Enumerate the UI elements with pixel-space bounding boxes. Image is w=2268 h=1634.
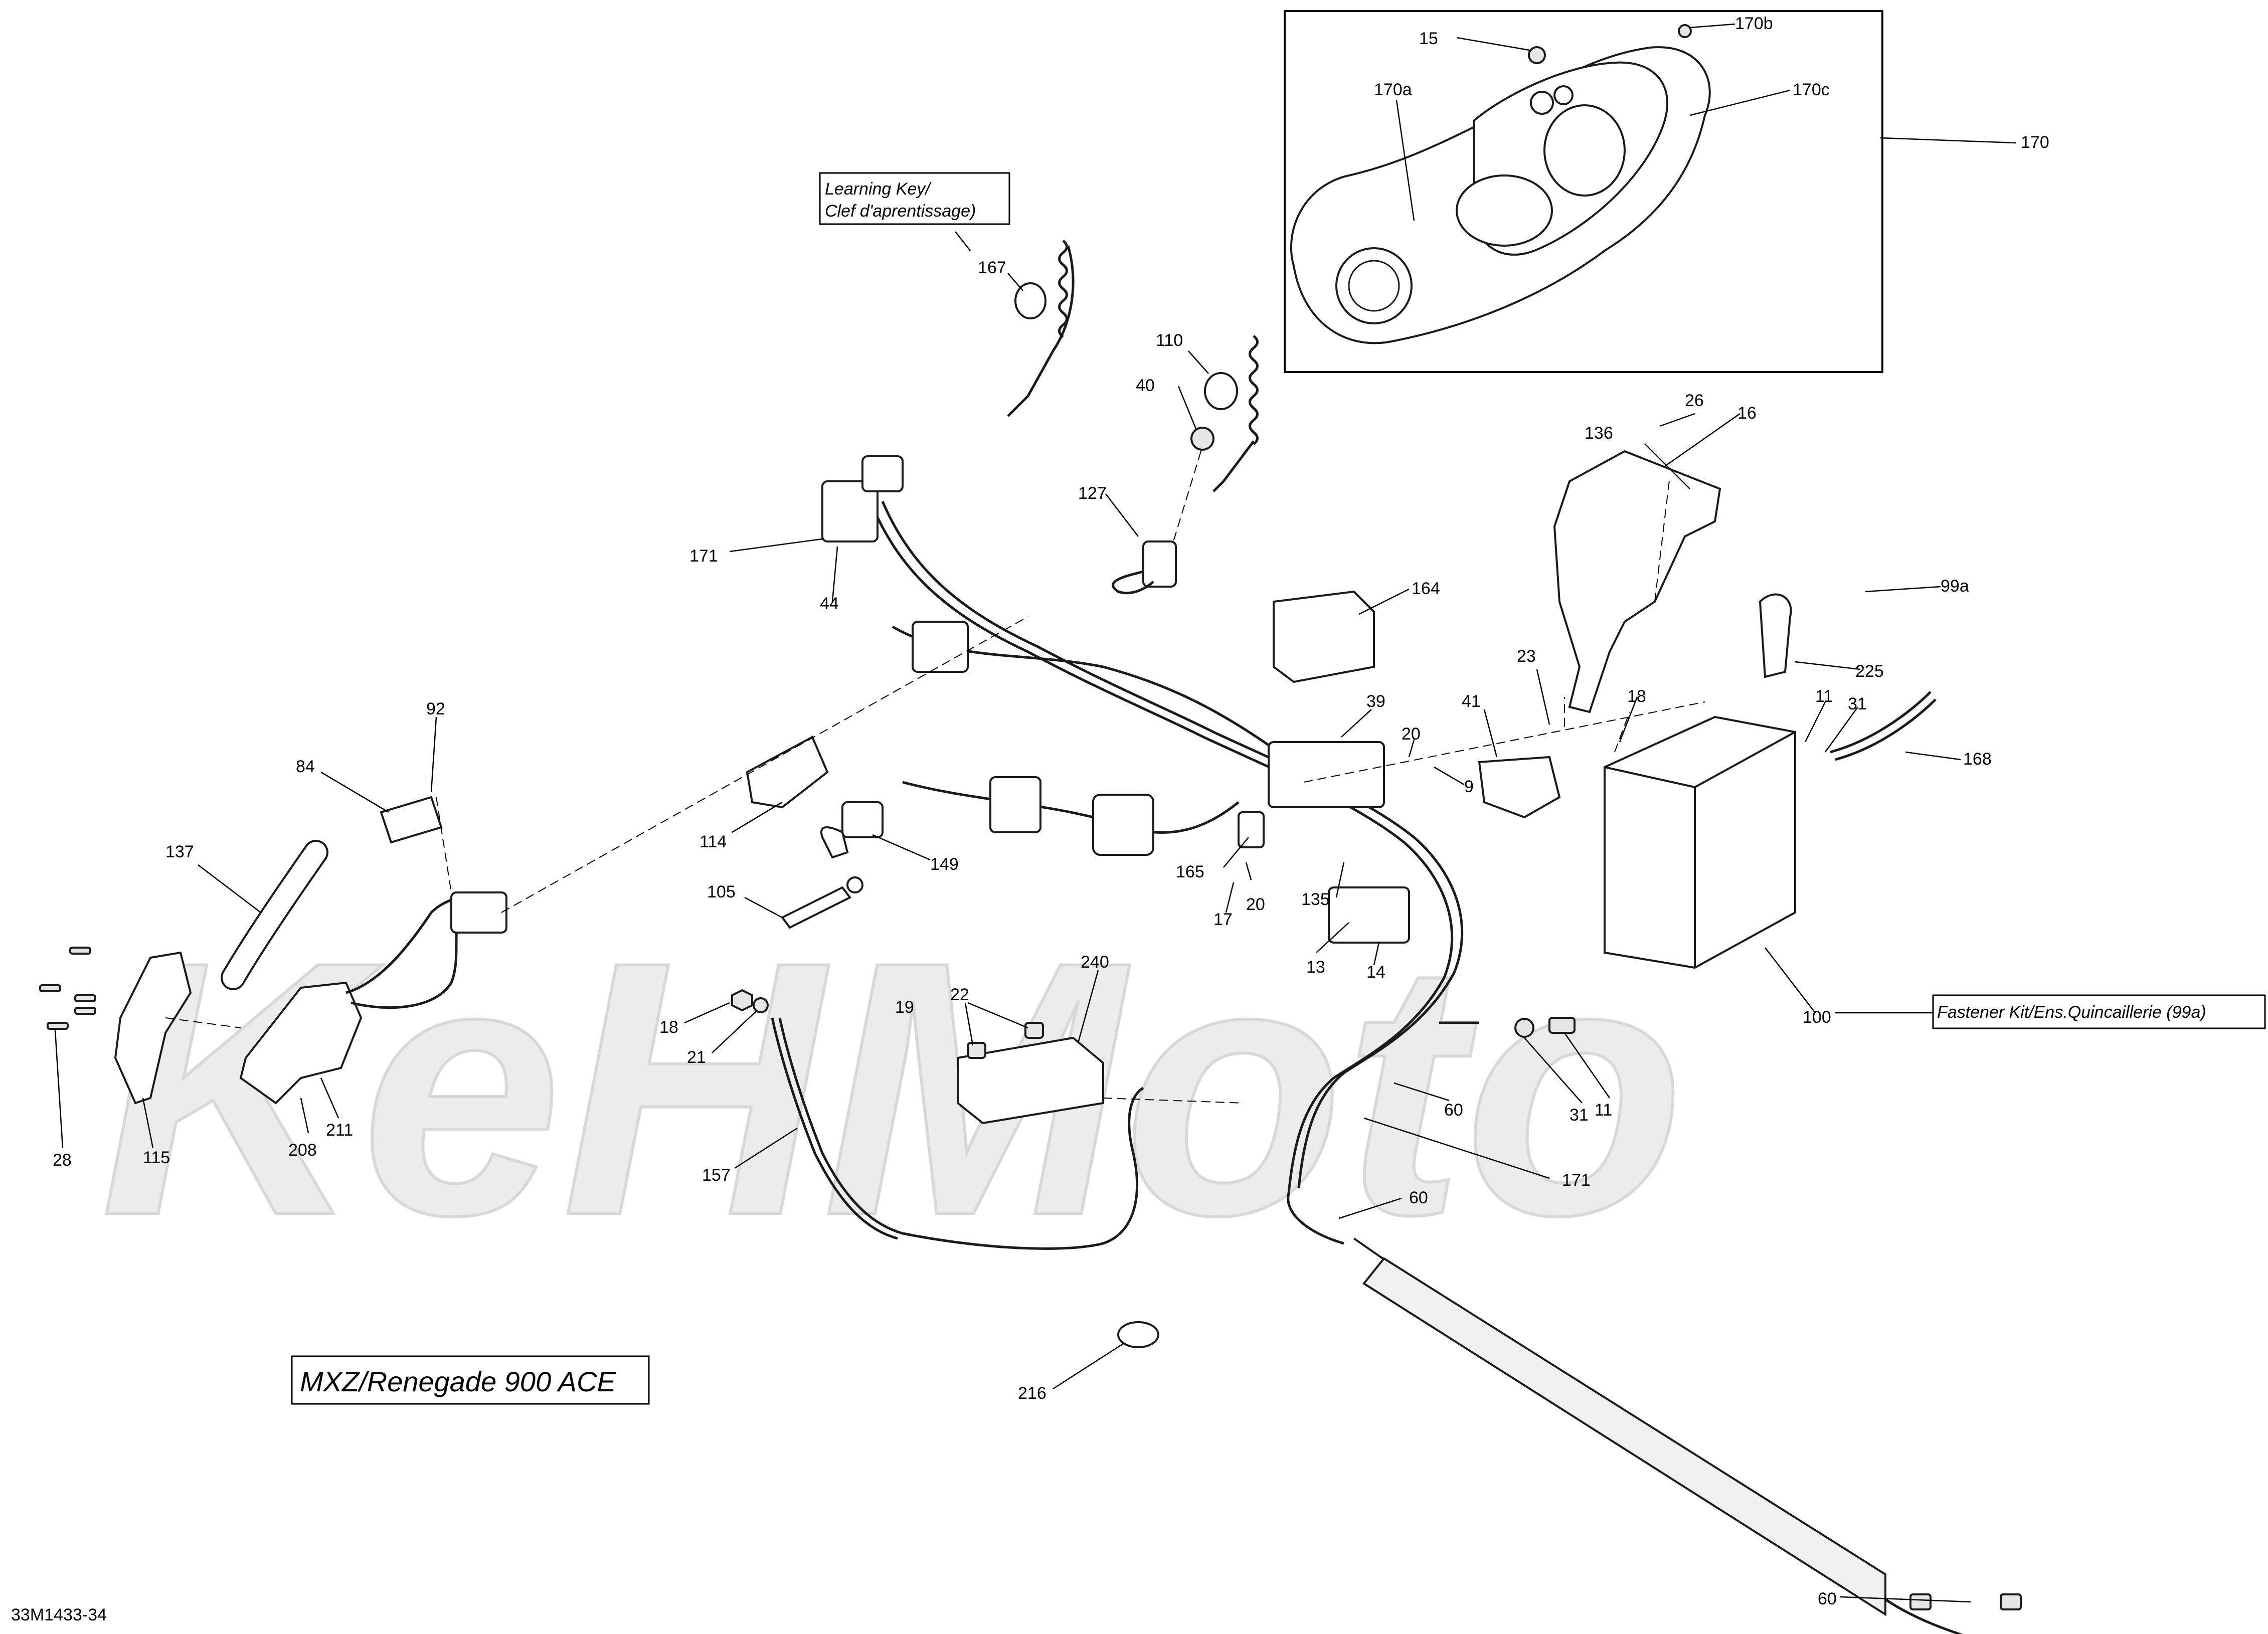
- connector-165: [1238, 811, 1265, 848]
- learning-key-line2: Clef d'aprentissage): [825, 202, 976, 221]
- washer-40: [1190, 427, 1214, 451]
- label-40: 40: [1136, 376, 1155, 395]
- label-18: 18: [1627, 687, 1646, 706]
- label-11b: 11: [1595, 1101, 1612, 1120]
- terminal-225: [1759, 593, 1792, 678]
- switch-127: [1142, 540, 1177, 588]
- label-15: 15: [1419, 29, 1438, 48]
- label-170a: 170a: [1374, 80, 1412, 99]
- probe-105: [780, 886, 852, 929]
- connector-92: [450, 891, 507, 934]
- label-135: 135: [1301, 890, 1330, 909]
- label-211: 211: [326, 1121, 353, 1140]
- label-115: 115: [143, 1148, 170, 1167]
- bracket-136: [1553, 450, 1721, 713]
- label-41: 41: [1462, 692, 1481, 711]
- relay-164: [1273, 590, 1375, 683]
- throttle-housing-211: [239, 981, 363, 1105]
- label-22: 22: [950, 985, 969, 1004]
- label-105: 105: [707, 882, 736, 901]
- label-110: 110: [1156, 331, 1183, 350]
- label-14: 14: [1366, 963, 1385, 982]
- label-171b: 171: [1562, 1171, 1591, 1190]
- label-240: 240: [1081, 953, 1109, 972]
- connector-114: [746, 736, 829, 809]
- label-44: 44: [820, 594, 839, 613]
- callout-labels: 15 170b 170a 170c 170 167 110 40 127 26 …: [53, 14, 2049, 1608]
- connector-13-14: [1328, 886, 1410, 944]
- label-170b: 170b: [1735, 14, 1773, 33]
- label-99a: 99a: [1941, 577, 1969, 596]
- label-84: 84: [296, 757, 315, 776]
- label-127: 127: [1078, 484, 1107, 503]
- label-171: 171: [689, 547, 718, 566]
- regulator-240: [957, 1036, 1104, 1125]
- label-60a: 60: [1444, 1101, 1463, 1120]
- learning-key-box: [819, 172, 1010, 225]
- model-name: MXZ/Renegade 900 ACE: [300, 1366, 616, 1397]
- label-16: 16: [1737, 404, 1757, 423]
- label-9: 9: [1464, 777, 1474, 796]
- label-31: 31: [1848, 694, 1867, 713]
- label-170: 170: [2021, 133, 2049, 152]
- label-170c: 170c: [1793, 80, 1830, 99]
- label-26: 26: [1685, 391, 1704, 410]
- label-137: 137: [165, 842, 194, 861]
- decal-216: [1117, 1321, 1159, 1348]
- label-136: 136: [1585, 424, 1613, 443]
- label-92: 92: [426, 699, 445, 718]
- model-box: [291, 1355, 650, 1405]
- label-208: 208: [288, 1141, 317, 1160]
- actuator-41: [1478, 756, 1561, 819]
- label-149: 149: [930, 855, 959, 874]
- label-39: 39: [1366, 692, 1385, 711]
- label-20b: 20: [1246, 895, 1265, 914]
- watermark-text: KeHMoto: [100, 886, 1685, 1290]
- label-21: 21: [687, 1048, 706, 1067]
- gauge-cluster-drawing: [1290, 24, 1711, 344]
- fastener-kit-box: [1932, 994, 2266, 1029]
- label-23: 23: [1517, 647, 1536, 666]
- connector-44: [821, 480, 879, 542]
- switch-149: [841, 801, 884, 838]
- gauge-inset-frame: [1284, 10, 1883, 373]
- label-31b: 31: [1569, 1106, 1589, 1125]
- dashed-alignments: [165, 476, 1705, 1104]
- label-114: 114: [700, 832, 727, 851]
- label-19: 19: [895, 998, 914, 1017]
- label-60b: 60: [1409, 1188, 1428, 1207]
- label-168: 168: [1963, 750, 1992, 769]
- drawing-number: 33M1433-34: [11, 1605, 107, 1624]
- label-100: 100: [1803, 1008, 1831, 1027]
- label-164: 164: [1412, 579, 1440, 598]
- learning-key-line1: Learning Key/: [825, 179, 932, 199]
- key-110: [1204, 372, 1238, 410]
- fastener-kit-text: Fastener Kit/Ens.Quincaillerie (99a): [1937, 1003, 2206, 1022]
- label-165: 165: [1176, 862, 1204, 881]
- learning-key-167: [1014, 282, 1046, 319]
- label-11: 11: [1815, 687, 1833, 706]
- label-17: 17: [1213, 910, 1233, 929]
- fuse-box-39: [1268, 741, 1385, 808]
- label-60c: 60: [1818, 1589, 1837, 1608]
- label-28: 28: [53, 1151, 72, 1170]
- label-18b: 18: [659, 1018, 678, 1037]
- cover-115: [114, 951, 192, 1105]
- label-157: 157: [702, 1166, 731, 1185]
- battery-100: [1604, 715, 1796, 969]
- label-216: 216: [1018, 1384, 1046, 1403]
- label-13: 13: [1306, 958, 1325, 977]
- parts-drawings: [39, 240, 2022, 1634]
- label-225: 225: [1855, 662, 1884, 681]
- leader-lines: [54, 23, 2016, 1603]
- cover-84: [380, 796, 443, 844]
- label-20: 20: [1402, 724, 1421, 744]
- watermark: KeHMoto: [99, 885, 1686, 1292]
- label-167: 167: [978, 258, 1006, 277]
